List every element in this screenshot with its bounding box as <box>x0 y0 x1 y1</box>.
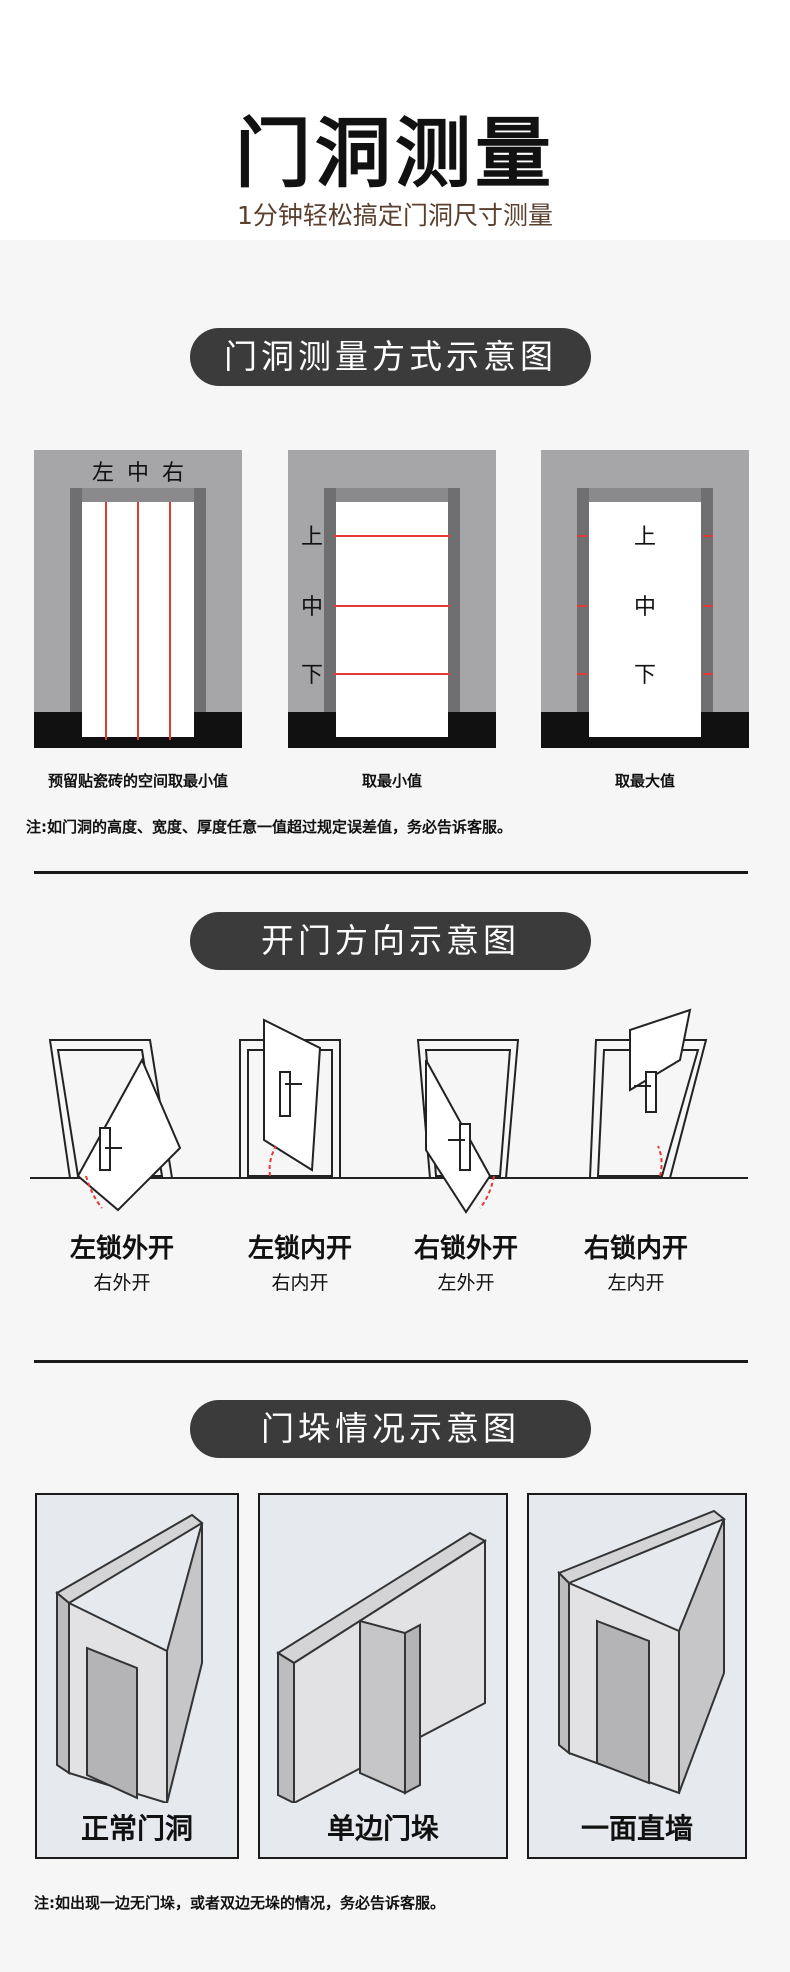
door-sub-right-lock-in: 左内开 <box>607 1272 665 1294</box>
label-right: 右 <box>162 461 184 486</box>
section-title-door-jamb: 门垛情况示意图 <box>190 1400 591 1458</box>
door-type-left-lock-in: 左锁内开 <box>247 1234 352 1264</box>
header-banner: 门洞测量 1分钟轻松搞定门洞尺寸测量 <box>0 0 790 240</box>
door-type-left-lock-out: 左锁外开 <box>69 1234 174 1264</box>
door-sub-right-lock-out: 左外开 <box>437 1272 495 1294</box>
label-bottom: 下 <box>301 663 323 688</box>
note-measure: 注:如门洞的高度、宽度、厚度任意一值超过规定误差值，务必告诉客服。 <box>26 818 513 836</box>
door-sub-left-lock-in: 右内开 <box>271 1272 329 1294</box>
jamb-illustration-single <box>276 1531 487 1803</box>
label-middle: 中 <box>634 595 656 620</box>
page-title: 门洞测量 <box>235 109 555 198</box>
door-type-right-lock-out: 右锁外开 <box>413 1234 518 1264</box>
section-title-door-direction: 开门方向示意图 <box>190 912 591 970</box>
measure-diagram-height-max: 上 中 下 <box>541 450 749 748</box>
divider <box>34 871 748 874</box>
divider <box>34 1360 748 1363</box>
measure-diagram-width: 左 中 右 <box>34 450 242 748</box>
door-sub-left-lock-out: 右外开 <box>93 1272 151 1294</box>
door-direction-illustration <box>30 1008 748 1214</box>
jamb-illustration-flat <box>557 1509 726 1795</box>
label-left: 左 <box>92 461 114 486</box>
label-bottom: 下 <box>634 663 656 688</box>
label-middle: 中 <box>301 595 323 620</box>
label-top: 上 <box>634 525 656 550</box>
page-subtitle: 1分钟轻松搞定门洞尺寸测量 <box>237 201 553 230</box>
jamb-label-single: 单边门垛 <box>326 1812 439 1845</box>
caption-min: 取最小值 <box>361 772 422 790</box>
door-type-right-lock-in: 右锁内开 <box>583 1234 688 1264</box>
label-top: 上 <box>301 525 323 550</box>
jamb-label-flat: 一面直墙 <box>580 1812 693 1845</box>
label-center: 中 <box>127 461 149 486</box>
section-title-measure: 门洞测量方式示意图 <box>190 328 591 386</box>
jamb-illustration-normal <box>55 1513 204 1803</box>
measure-diagram-height-min: 上 中 下 <box>288 450 496 748</box>
jamb-panel-flat: 一面直墙 <box>527 1493 747 1859</box>
jamb-label-normal: 正常门洞 <box>80 1812 193 1845</box>
caption-max: 取最大值 <box>614 772 675 790</box>
jamb-panel-single: 单边门垛 <box>258 1493 508 1859</box>
jamb-panel-normal: 正常门洞 <box>35 1493 239 1859</box>
note-jamb: 注:如出现一边无门垛，或者双边无垛的情况，务必告诉客服。 <box>34 1894 446 1912</box>
caption-width: 预留贴瓷砖的空间取最小值 <box>47 772 228 790</box>
